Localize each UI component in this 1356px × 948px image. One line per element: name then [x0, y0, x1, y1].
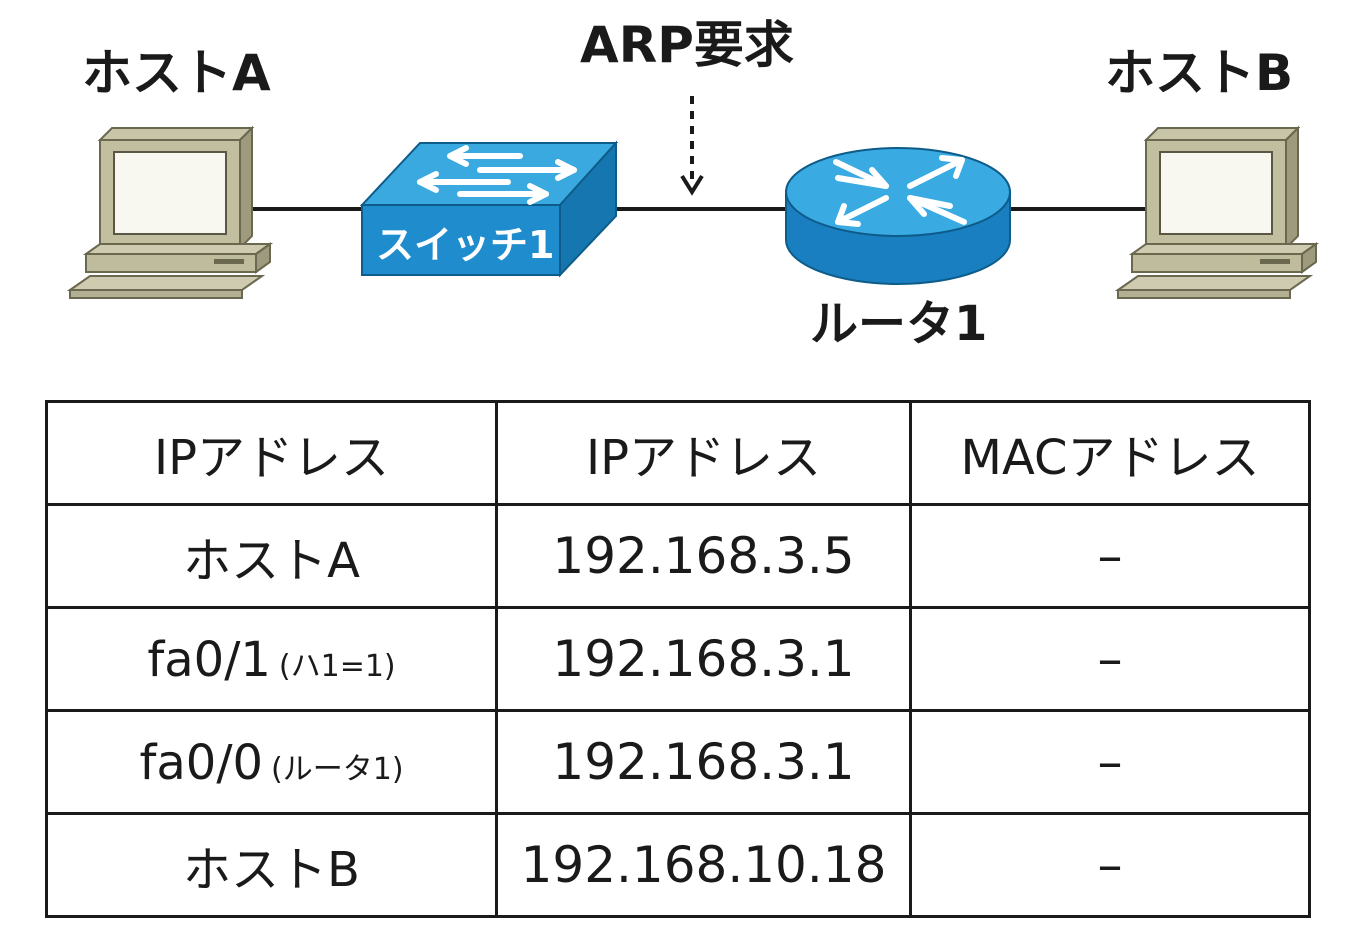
ip-cell: 192.168.3.5: [495, 503, 912, 609]
router-icon: [785, 147, 1011, 285]
mac-cell: –: [909, 709, 1311, 815]
table-row: fa0/1(ハ1=1) 192.168.3.1 –: [45, 606, 1311, 712]
device-note: (ルータ1): [271, 752, 404, 787]
table-header-row: IPアドレス IPアドレス MACアドレス: [45, 400, 1311, 506]
device-name: ホストB: [183, 842, 360, 898]
device-cell: fa0/1(ハ1=1): [45, 606, 498, 712]
address-table: IPアドレス IPアドレス MACアドレス ホストA 192.168.3.5 –…: [45, 400, 1311, 918]
table-row: ホストB 192.168.10.18 –: [45, 812, 1311, 918]
switch-icon: スイッチ1: [359, 140, 619, 278]
ip-cell: 192.168.3.1: [495, 606, 912, 712]
host-b-label: ホストB: [1105, 44, 1294, 102]
switch-label: スイッチ1: [376, 223, 554, 267]
mac-cell: –: [909, 812, 1311, 918]
device-cell: ホストA: [45, 503, 498, 609]
table-row: fa0/0(ルータ1) 192.168.3.1 –: [45, 709, 1311, 815]
host-a-computer-icon: [66, 125, 274, 299]
device-cell: fa0/0(ルータ1): [45, 709, 498, 815]
header-device: IPアドレス: [45, 400, 498, 506]
table-row: ホストA 192.168.3.5 –: [45, 503, 1311, 609]
device-name: fa0/1: [147, 632, 271, 688]
header-ip-address: IPアドレス: [495, 400, 912, 506]
mac-cell: –: [909, 503, 1311, 609]
device-name: fa0/0: [139, 735, 264, 791]
device-name: ホストA: [183, 533, 360, 589]
router-label: ルータ1: [810, 296, 988, 352]
arp-arrow-icon: [680, 96, 704, 196]
header-mac-address: MACアドレス: [909, 400, 1311, 506]
ip-cell: 192.168.3.1: [495, 709, 912, 815]
arp-request-label: ARP要求: [580, 16, 794, 74]
ip-cell: 192.168.10.18: [495, 812, 912, 918]
host-b-computer-icon: [1114, 125, 1320, 299]
host-a-label: ホストA: [82, 44, 271, 102]
device-note: (ハ1=1): [278, 649, 396, 684]
mac-cell: –: [909, 606, 1311, 712]
device-cell: ホストB: [45, 812, 498, 918]
network-topology: スイッチ1: [66, 96, 1320, 299]
